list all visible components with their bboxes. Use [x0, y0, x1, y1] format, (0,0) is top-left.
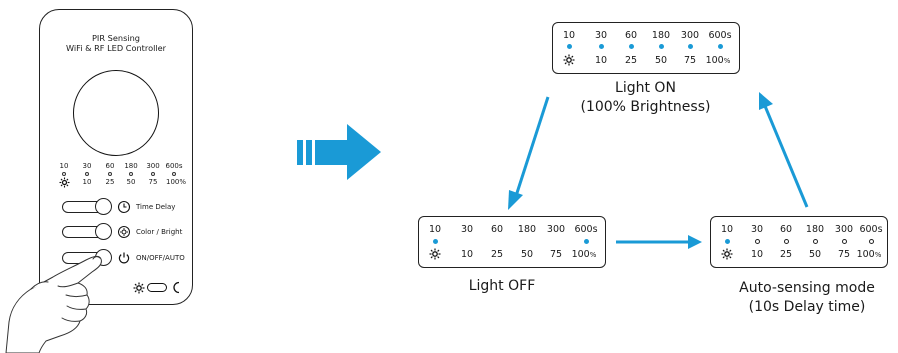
device-title: PIR Sensing: [92, 33, 140, 43]
button-label: ON/OFF/AUTO: [136, 254, 185, 262]
delay-label: 10: [59, 162, 69, 170]
light-off-panel: 10 30 60 180 300 600s 10 25 50 75 100%: [418, 216, 606, 268]
indicator-dot-lit: [724, 239, 730, 244]
delay-label: 30: [82, 162, 92, 170]
delay-label: 10: [720, 224, 734, 235]
clock-icon: [117, 200, 131, 214]
cycle-arrow-on-to-off: [508, 96, 550, 210]
brightness-label: 100%: [165, 178, 186, 186]
delay-label: 300: [834, 224, 854, 235]
indicator-dot: [108, 172, 112, 176]
indicator-dot-lit: [628, 44, 634, 49]
brightness-label: 50: [520, 249, 534, 260]
indicator-dot: [172, 172, 176, 176]
indicator-dot-lit: [598, 44, 604, 49]
delay-label: 300: [680, 30, 700, 41]
light-on-panel: 10 30 60 180 300 600s 10 25 50 75 100%: [552, 22, 740, 74]
delay-label: 30: [460, 224, 474, 235]
cycle-arrow-auto-to-on: [759, 92, 809, 208]
auto-sensing-caption: Auto-sensing mode: [739, 280, 875, 296]
delay-label: 60: [624, 30, 638, 41]
delay-label: 180: [124, 162, 138, 170]
delay-label: 180: [805, 224, 825, 235]
delay-label: 300: [146, 162, 160, 170]
delay-label: 300: [546, 224, 566, 235]
indicator-dot: [754, 239, 760, 244]
indicator-dot-lit: [717, 44, 723, 49]
brightness-label: 10: [594, 55, 608, 66]
brightness-label: 50: [654, 55, 668, 66]
cycle-arrow-off-to-auto: [616, 235, 702, 249]
sun-icon: [59, 177, 70, 188]
brightness-label: 75: [683, 55, 697, 66]
indicator-dot: [841, 239, 847, 244]
delay-label: 60: [105, 162, 115, 170]
indicator-dot-lit: [658, 44, 664, 49]
indicator-dot: [151, 172, 155, 176]
moon-icon: [173, 281, 180, 294]
brightness-label: 25: [105, 178, 115, 186]
control-dial[interactable]: [73, 70, 159, 156]
brightness-label: 25: [624, 55, 638, 66]
indicator-dot: [783, 239, 789, 244]
mode-toggle[interactable]: [147, 283, 167, 292]
indicator-dot: [129, 172, 133, 176]
delay-label: 180: [651, 30, 671, 41]
delay-label: 600s: [708, 30, 732, 41]
power-icon: [118, 252, 130, 264]
delay-label: 30: [594, 30, 608, 41]
indicator-dot-lit: [687, 44, 693, 49]
delay-label: 180: [517, 224, 537, 235]
brightness-label: 75: [837, 249, 851, 260]
brightness-label: 100%: [571, 249, 597, 260]
controller-device: PIR Sensing WiFi & RF LED Controller 10 …: [39, 9, 193, 305]
sun-icon: [133, 282, 145, 294]
delay-label: 600s: [574, 224, 598, 235]
delay-label: 600s: [859, 224, 883, 235]
indicator-dot: [85, 172, 89, 176]
indicator-dot-lit: [566, 44, 572, 49]
auto-sensing-subcaption: (10s Delay time): [748, 299, 866, 315]
delay-label: 60: [490, 224, 504, 235]
brightness-label: 10: [82, 178, 92, 186]
delay-label: 10: [562, 30, 576, 41]
delay-label: 10: [428, 224, 442, 235]
button-label: Color / Bright: [136, 228, 183, 236]
transition-arrow: [297, 124, 381, 180]
indicator-dot: [812, 239, 818, 244]
brightness-label: 50: [126, 178, 136, 186]
device-subtitle: WiFi & RF LED Controller: [65, 43, 167, 53]
time-delay-button[interactable]: [62, 198, 112, 215]
delay-label: 60: [779, 224, 793, 235]
brightness-label: 75: [148, 178, 158, 186]
button-label: Time Delay: [136, 203, 176, 211]
light-on-caption: Light ON: [615, 80, 676, 96]
indicator-dot-lit: [583, 239, 589, 244]
light-off-caption: Light OFF: [468, 278, 536, 294]
indicator-dot: [62, 172, 66, 176]
brightness-label: 100%: [856, 249, 882, 260]
brightness-label: 10: [750, 249, 764, 260]
indicator-dot: [868, 239, 874, 244]
brightness-label: 10: [460, 249, 474, 260]
sun-icon: [563, 54, 575, 66]
delay-label: 30: [750, 224, 764, 235]
brightness-label: 50: [808, 249, 822, 260]
brightness-label: 25: [490, 249, 504, 260]
delay-label: 600s: [165, 162, 183, 170]
sun-icon: [721, 248, 733, 260]
brightness-icon: [118, 226, 130, 238]
light-on-subcaption: (100% Brightness): [580, 99, 711, 115]
indicator-dot-lit: [432, 239, 438, 244]
sun-icon: [429, 248, 441, 260]
brightness-label: 100%: [705, 55, 731, 66]
auto-sensing-panel: 10 30 60 180 300 600s 10 25 50 75 100%: [710, 216, 888, 268]
brightness-label: 25: [779, 249, 793, 260]
color-bright-button[interactable]: [62, 223, 112, 240]
brightness-label: 75: [549, 249, 563, 260]
